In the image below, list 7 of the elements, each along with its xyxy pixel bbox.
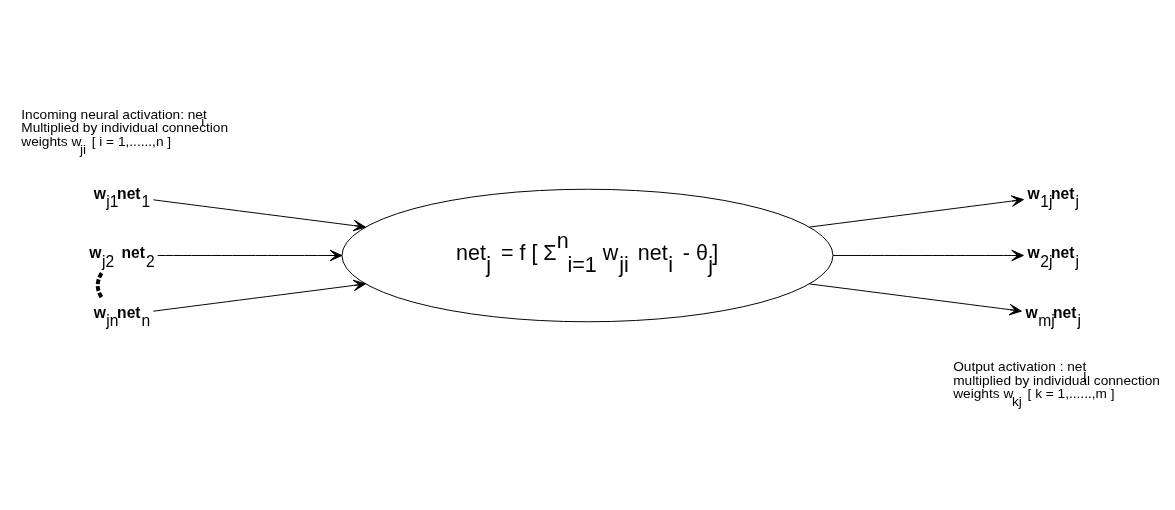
arrow (832, 249, 1024, 261)
arrow (809, 194, 1025, 228)
arrow (157, 249, 343, 261)
arrow (152, 279, 366, 312)
arrow (809, 282, 1022, 315)
connector (95, 271, 104, 298)
arrow (152, 198, 366, 231)
